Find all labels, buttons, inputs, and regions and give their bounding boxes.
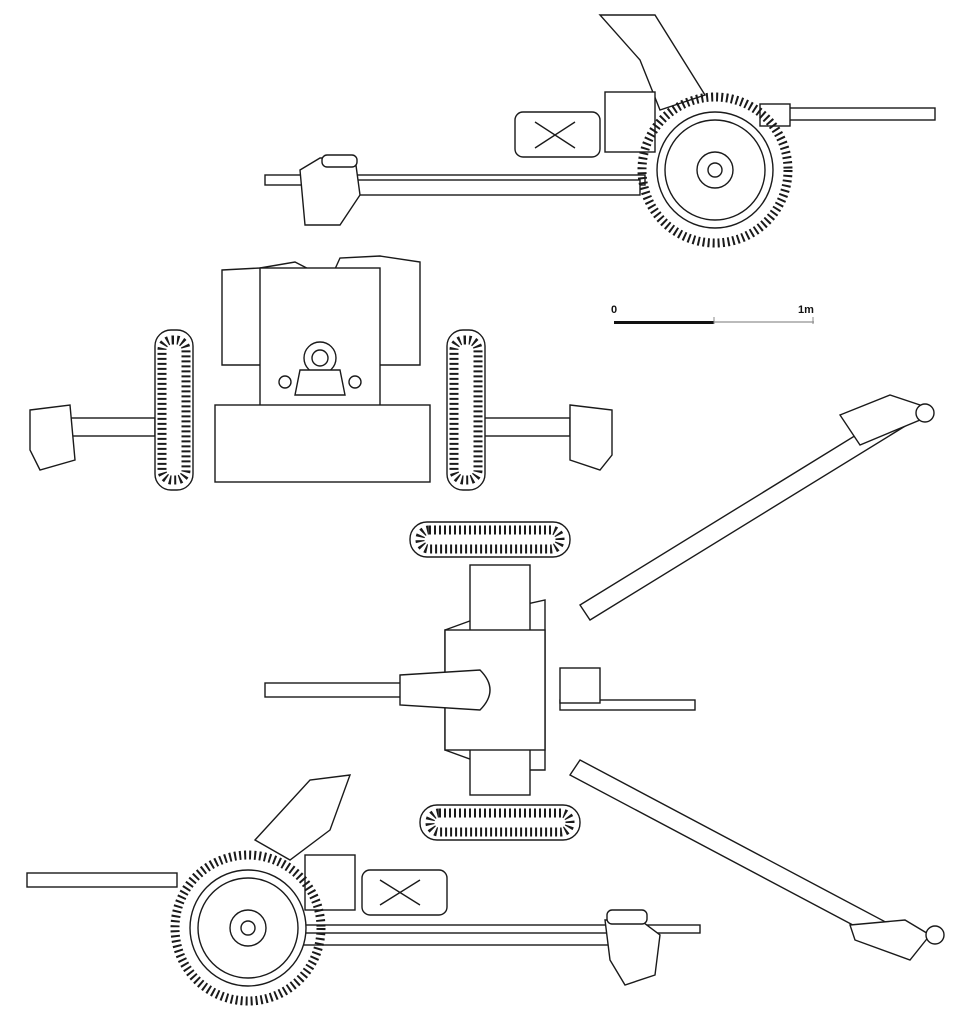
- front-view: [29, 255, 613, 491]
- scale-bar: [614, 317, 814, 324]
- side-view-left: [26, 774, 701, 1006]
- top-view: [264, 394, 945, 961]
- side-view-right: [264, 14, 936, 248]
- scale-start-label: 0: [611, 304, 618, 316]
- scale-end-label: 1m: [798, 304, 814, 316]
